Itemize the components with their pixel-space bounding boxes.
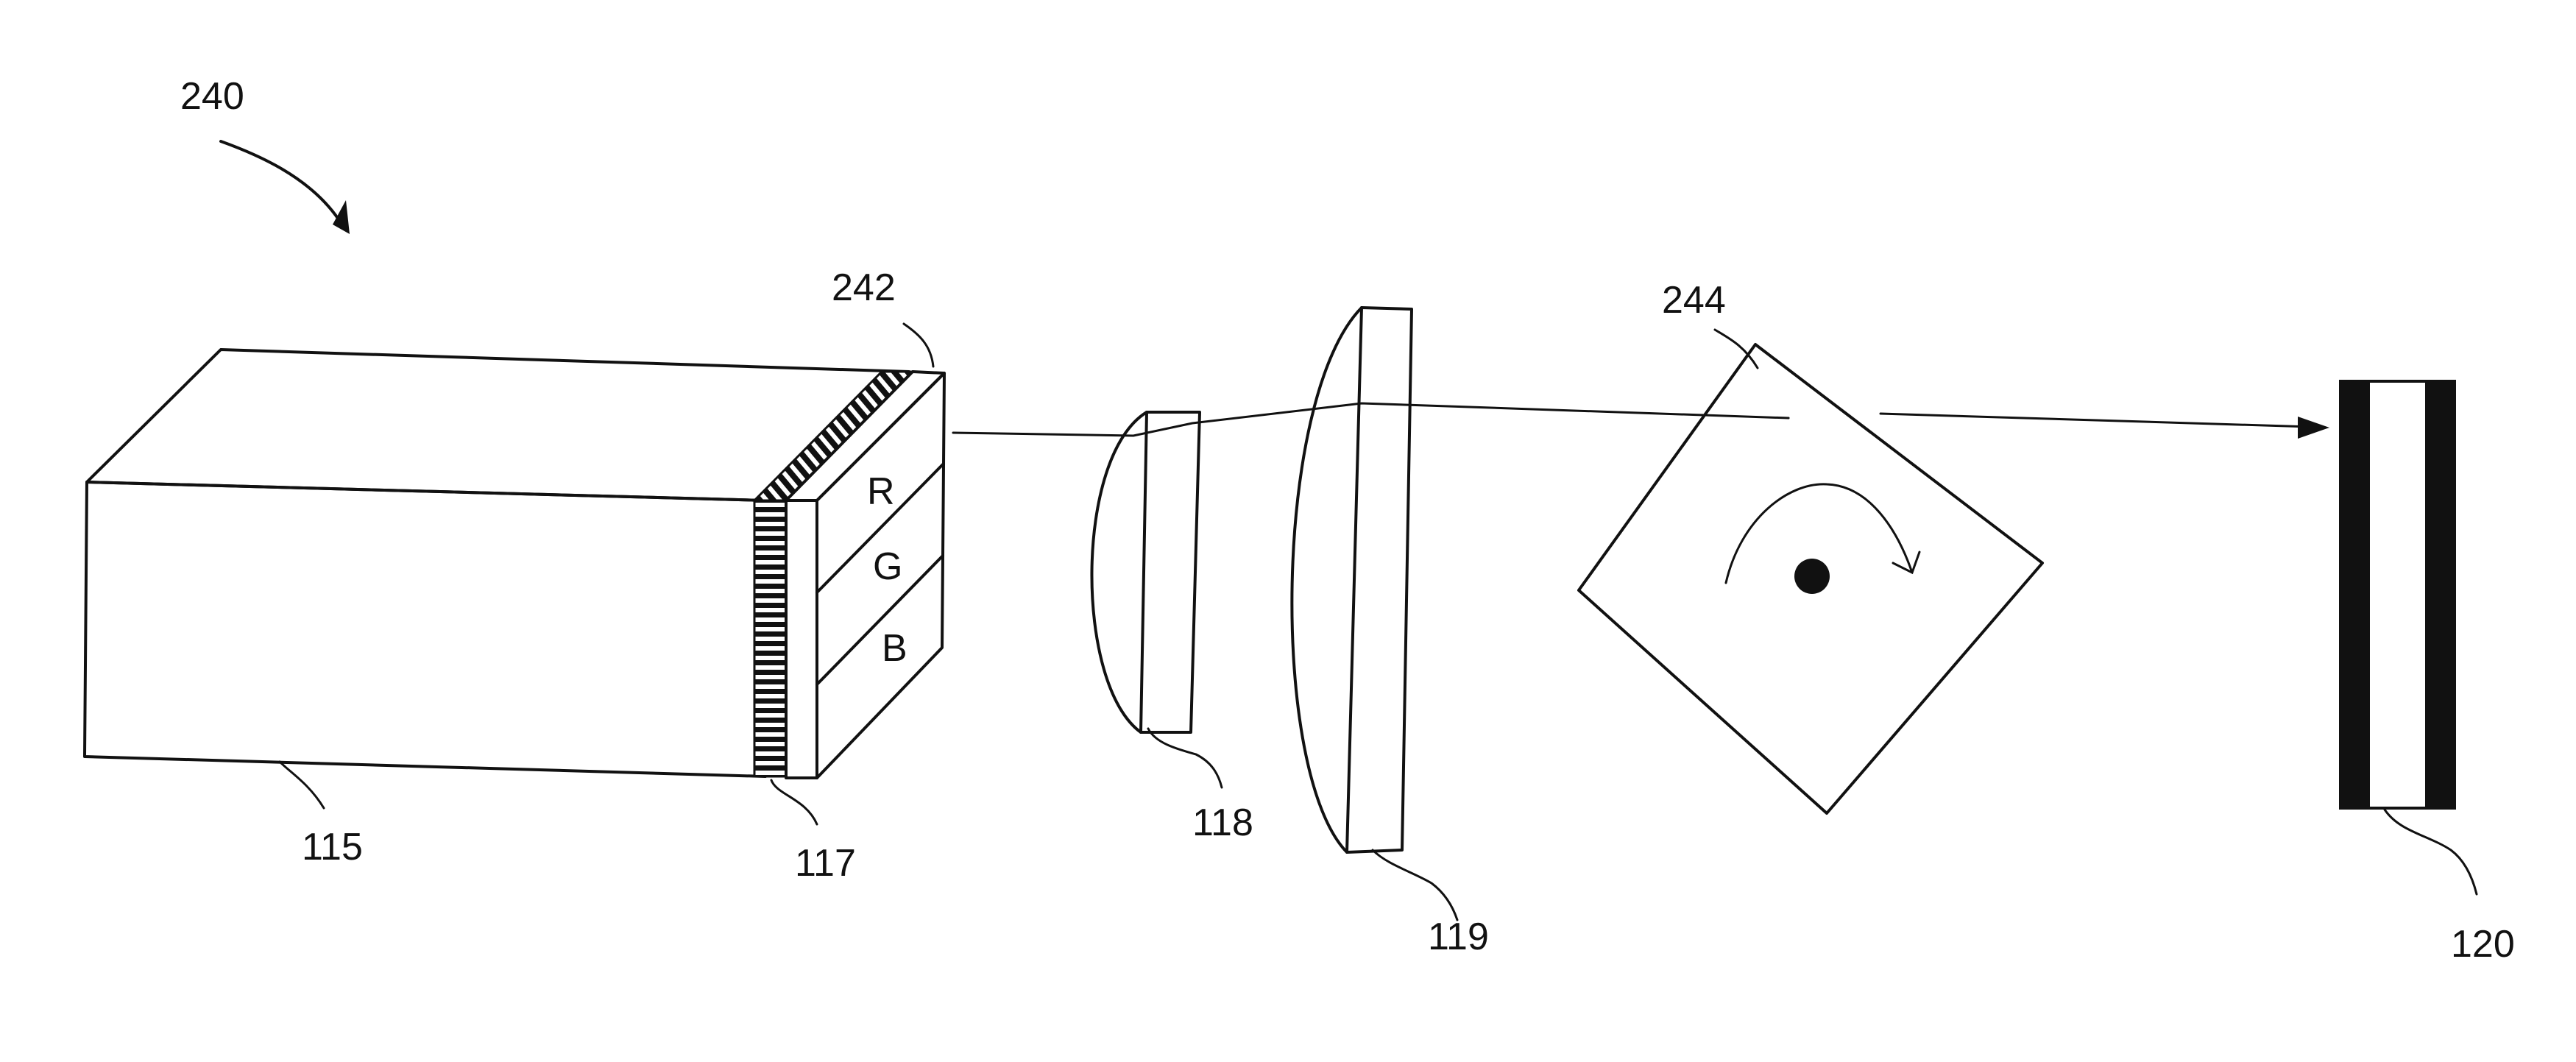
leader-120 — [2385, 810, 2477, 894]
rotating-polygon — [1579, 344, 2042, 813]
figure-label: 240 — [180, 75, 244, 118]
beam-arrowhead — [2298, 417, 2329, 439]
ref-label-120: 120 — [2451, 923, 2515, 966]
screen — [2340, 381, 2455, 808]
second-lens — [1292, 308, 1412, 852]
leader-118 — [1148, 729, 1222, 787]
ref-label-115: 115 — [302, 826, 363, 868]
band-label-r: R — [867, 470, 895, 513]
ref-label-117: 117 — [795, 842, 856, 885]
leader-115 — [280, 762, 324, 808]
leader-242 — [904, 324, 933, 367]
ref-label-242: 242 — [832, 266, 896, 309]
band-label-b: B — [882, 627, 907, 670]
band-label-g: G — [873, 545, 902, 588]
first-lens — [1091, 412, 1200, 732]
leader-119 — [1373, 850, 1457, 920]
leader-117 — [771, 780, 817, 824]
color-filter — [786, 372, 944, 778]
light-beam-to-screen — [1880, 414, 2311, 427]
ref-label-118: 118 — [1192, 801, 1253, 844]
ref-label-244: 244 — [1662, 279, 1726, 322]
ref-label-119: 119 — [1428, 916, 1489, 958]
light-beam — [953, 403, 1788, 436]
figure-leader-arrow — [221, 141, 339, 219]
